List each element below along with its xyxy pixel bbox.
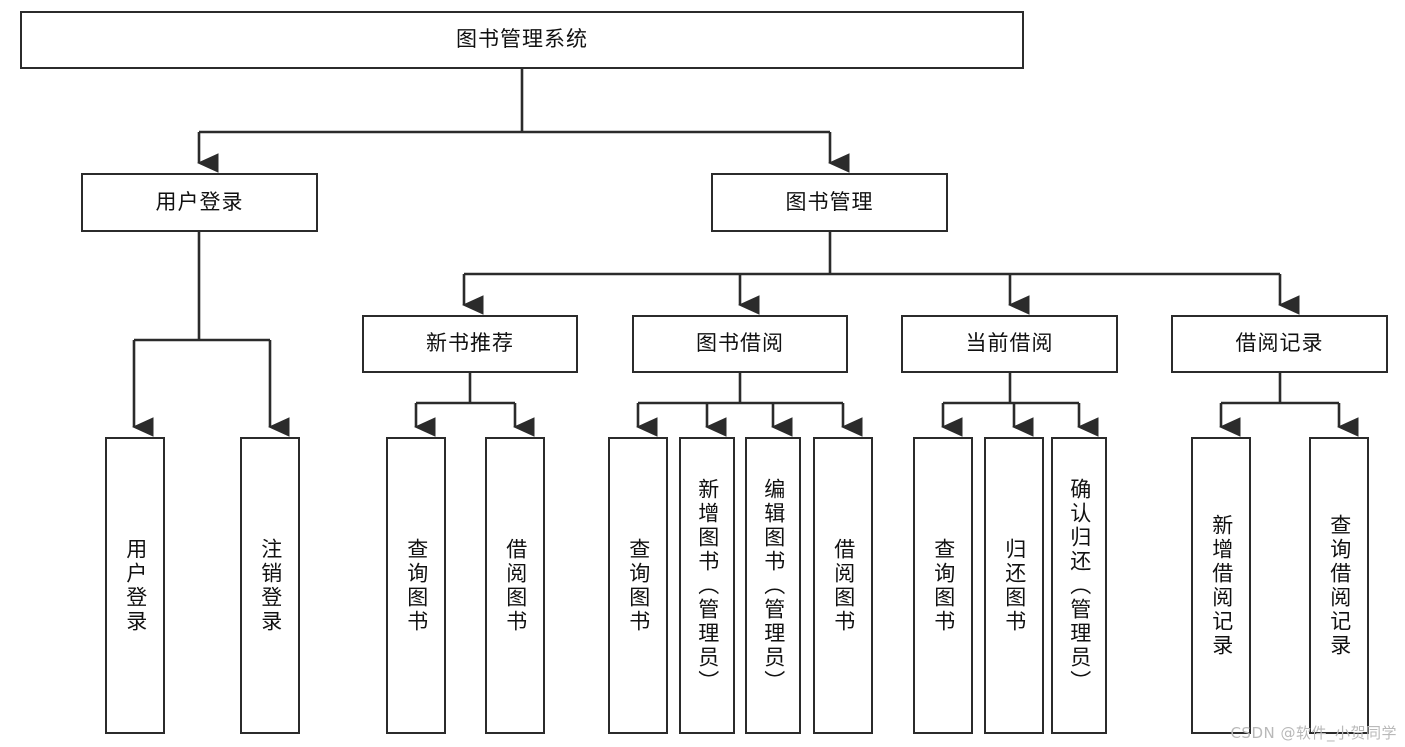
node-root[interactable]: 图书管理系统 — [20, 11, 1024, 69]
leaf-query-book-current-label: 查询图书 — [931, 537, 956, 634]
csdn-watermark: CSDN @软件_小贺同学 — [1230, 724, 1397, 742]
leaf-add-borrow-record-label: 新增借阅记录 — [1209, 513, 1234, 658]
node-book-borrow[interactable]: 图书借阅 — [632, 315, 848, 373]
leaf-edit-book-admin-label: 编辑图书（管理员） — [761, 477, 786, 694]
leaf-query-book-current[interactable]: 查询图书 — [913, 437, 973, 734]
leaf-add-book-admin[interactable]: 新增图书（管理员） — [679, 437, 735, 734]
leaf-add-book-admin-label: 新增图书（管理员） — [695, 477, 720, 694]
leaf-edit-book-admin[interactable]: 编辑图书（管理员） — [745, 437, 801, 734]
node-new-book-recommend[interactable]: 新书推荐 — [362, 315, 578, 373]
node-new-book-recommend-label: 新书推荐 — [426, 331, 514, 356]
leaf-borrow-book-label: 借阅图书 — [831, 537, 856, 634]
leaf-confirm-return-admin[interactable]: 确认归还（管理员） — [1051, 437, 1107, 734]
leaf-borrow-book[interactable]: 借阅图书 — [813, 437, 873, 734]
leaf-add-borrow-record[interactable]: 新增借阅记录 — [1191, 437, 1251, 734]
node-user-login[interactable]: 用户登录 — [81, 173, 318, 232]
leaf-query-borrow-record[interactable]: 查询借阅记录 — [1309, 437, 1369, 734]
leaf-query-book-borrow-label: 查询图书 — [626, 537, 651, 634]
node-borrow-records[interactable]: 借阅记录 — [1171, 315, 1388, 373]
leaf-borrow-book-newbook[interactable]: 借阅图书 — [485, 437, 545, 734]
leaf-query-book-newbook[interactable]: 查询图书 — [386, 437, 446, 734]
leaf-return-book[interactable]: 归还图书 — [984, 437, 1044, 734]
node-book-management[interactable]: 图书管理 — [711, 173, 948, 232]
node-current-borrow[interactable]: 当前借阅 — [901, 315, 1118, 373]
leaf-query-borrow-record-label: 查询借阅记录 — [1327, 513, 1352, 658]
node-user-login-label: 用户登录 — [155, 189, 244, 214]
leaf-confirm-return-admin-label: 确认归还（管理员） — [1067, 477, 1092, 694]
leaf-logout-label: 注销登录 — [258, 537, 283, 634]
leaf-borrow-book-newbook-label: 借阅图书 — [503, 537, 528, 634]
leaf-user-login[interactable]: 用户登录 — [105, 437, 165, 734]
node-book-borrow-label: 图书借阅 — [696, 331, 784, 356]
leaf-query-book-borrow[interactable]: 查询图书 — [608, 437, 668, 734]
leaf-query-book-newbook-label: 查询图书 — [404, 537, 429, 634]
node-current-borrow-label: 当前借阅 — [965, 331, 1054, 356]
leaf-return-book-label: 归还图书 — [1002, 537, 1027, 634]
node-root-label: 图书管理系统 — [456, 27, 588, 52]
leaf-logout[interactable]: 注销登录 — [240, 437, 300, 734]
node-borrow-records-label: 借阅记录 — [1235, 331, 1324, 356]
node-book-management-label: 图书管理 — [785, 189, 874, 214]
leaf-user-login-label: 用户登录 — [123, 537, 148, 634]
